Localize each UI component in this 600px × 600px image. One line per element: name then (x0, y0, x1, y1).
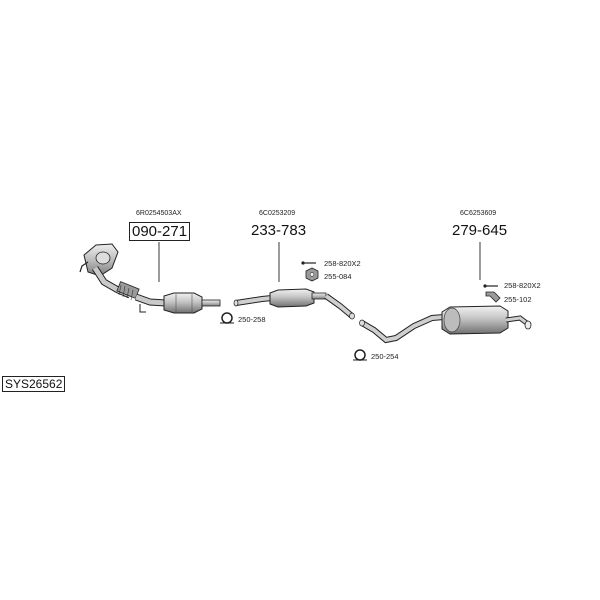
clamp-ring-icon (220, 312, 234, 324)
accessory-label[interactable]: 250-258 (238, 315, 266, 324)
part-number-279-645[interactable]: 279-645 (452, 222, 508, 239)
accessory-label[interactable]: 258-820X2 (324, 259, 361, 268)
clamp-ring-icon (353, 349, 367, 361)
accessory-label[interactable]: 250-254 (371, 352, 399, 361)
oe-number-label: 6R0254503AX (136, 210, 182, 217)
front-pipe-catalytic-converter (79, 242, 221, 314)
part-number-090-271[interactable]: 090-271 (129, 222, 191, 241)
system-code-label: SYS26562 (2, 376, 66, 392)
accessory-label[interactable]: 258-820X2 (504, 281, 541, 290)
rubber-mount-icon (305, 267, 319, 282)
accessory-label[interactable]: 255-084 (324, 272, 352, 281)
accessory-label[interactable]: 255-102 (504, 295, 532, 304)
rear-pipe-rear-silencer (359, 242, 532, 344)
centre-pipe-middle-silencer (233, 242, 355, 320)
bolt-icon (483, 284, 498, 288)
oe-number-label: 6C6253609 (460, 210, 497, 217)
hanger-bracket-icon (485, 291, 501, 303)
oe-number-label: 6C0253209 (259, 210, 296, 217)
part-number-233-783[interactable]: 233-783 (251, 222, 307, 239)
bolt-icon (301, 261, 316, 265)
